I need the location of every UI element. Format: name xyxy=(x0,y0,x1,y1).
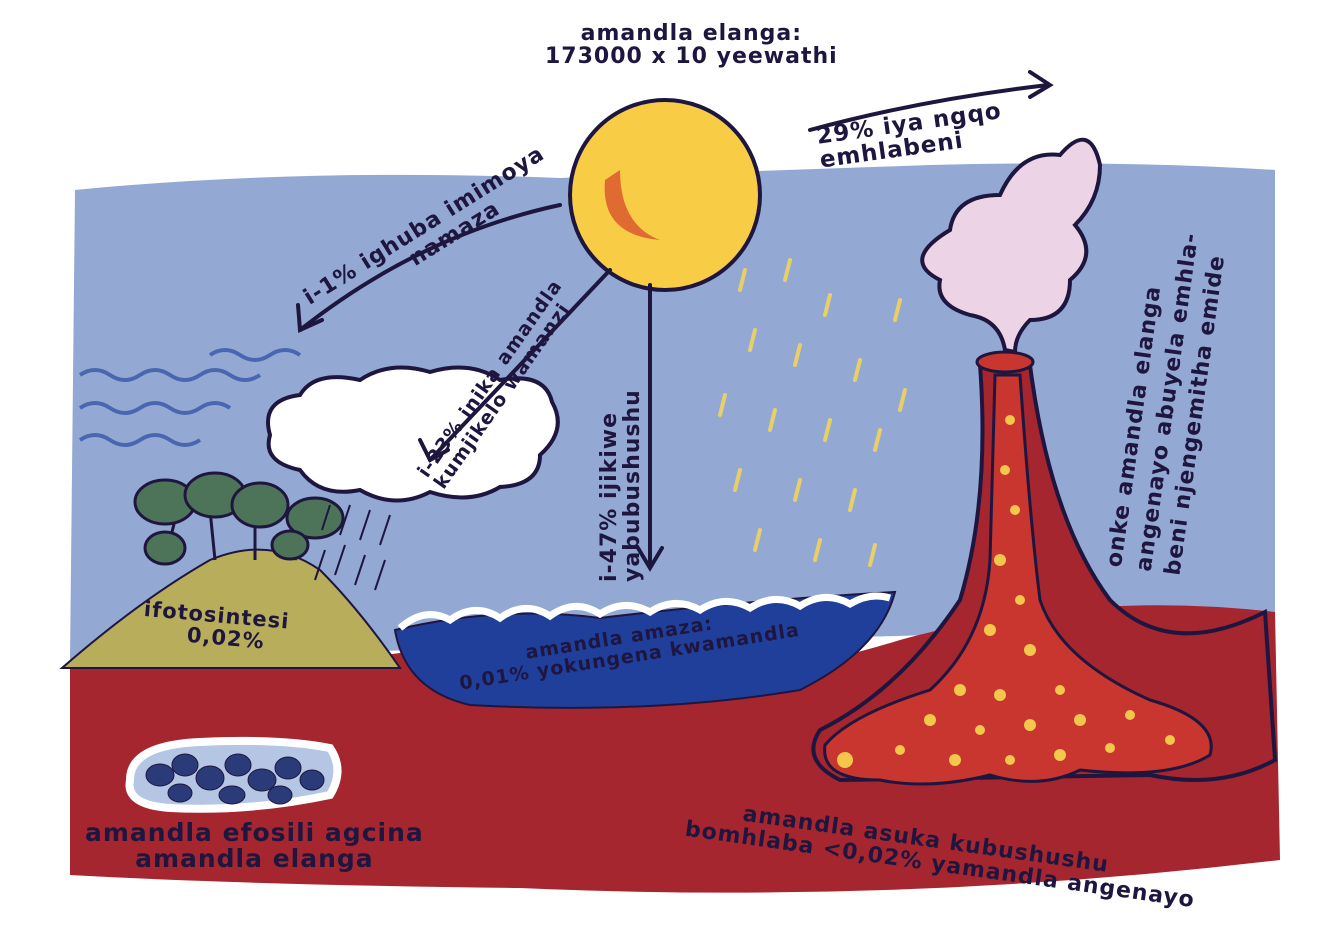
volcano-crater xyxy=(977,352,1033,372)
sun-energy-label: amandla elanga: 173000 x 10 yeewathi xyxy=(545,22,838,68)
sun xyxy=(570,100,760,290)
fossil-energy-label: amandla efosili agcina amandla elanga xyxy=(85,820,424,873)
heat-energy-label: i-47% ijikiwe yabubushushu xyxy=(598,389,644,582)
